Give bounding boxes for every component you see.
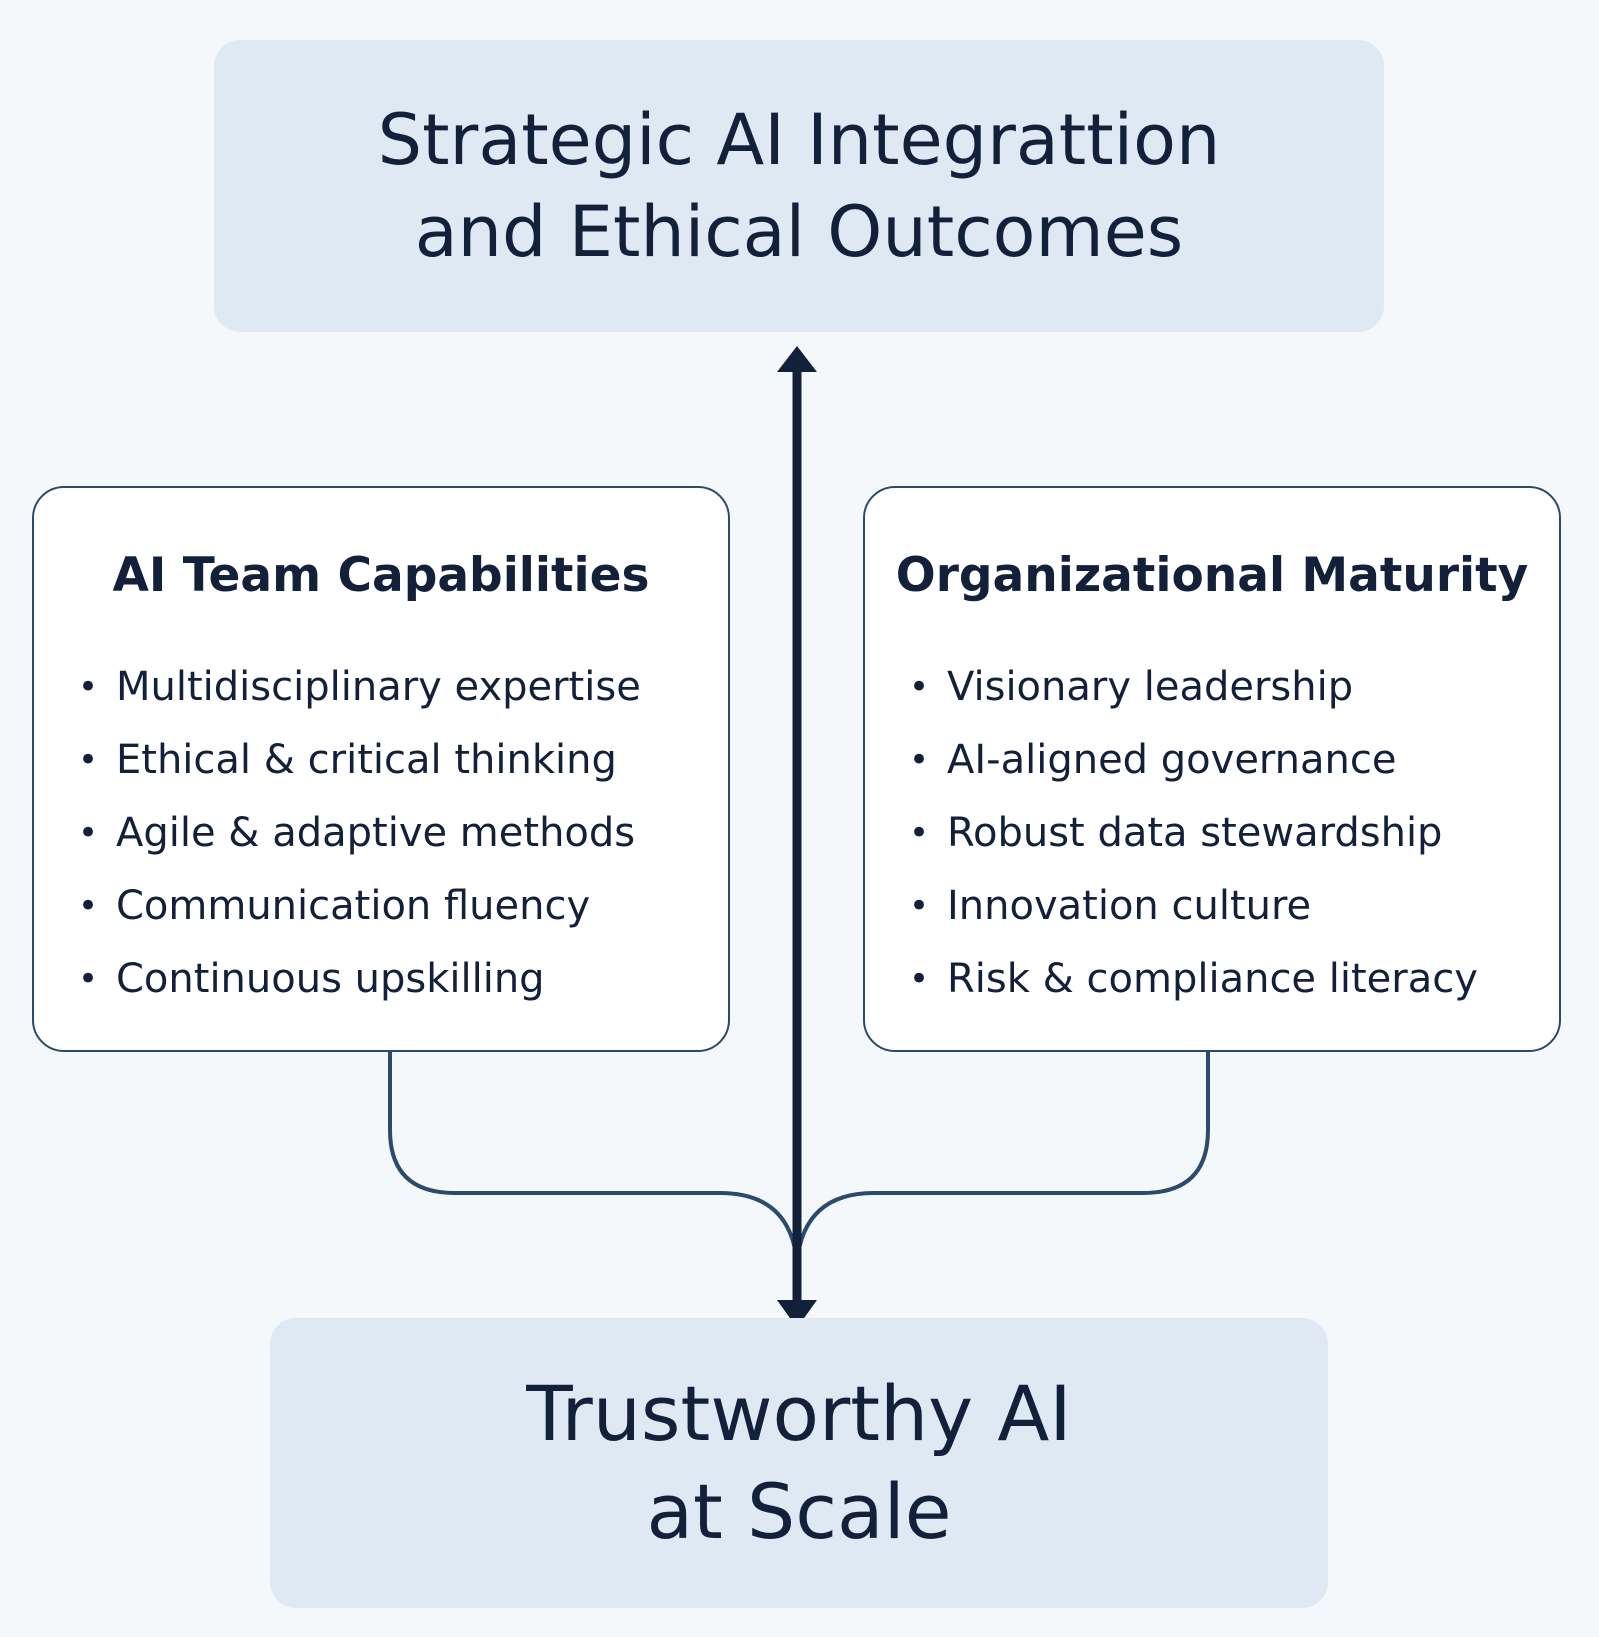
list-item: • Risk & compliance literacy bbox=[909, 942, 1478, 1015]
list-item: • Multidisciplinary expertise bbox=[78, 650, 641, 723]
organizational-maturity-panel: Organizational Maturity • Visionary leade… bbox=[863, 486, 1561, 1052]
bullet-icon: • bbox=[909, 812, 930, 853]
list-item-label: Communication fluency bbox=[116, 882, 591, 929]
maturity-list: • Visionary leadership • AI-aligned govern… bbox=[909, 650, 1478, 1015]
bullet-icon: • bbox=[78, 958, 99, 999]
bottom-box-line-2: at Scale bbox=[646, 1467, 952, 1556]
list-item: • Continuous upskilling bbox=[78, 942, 641, 1015]
list-item-label: Ethical & critical thinking bbox=[116, 736, 617, 783]
list-item-label: AI-aligned governance bbox=[947, 736, 1397, 783]
strategic-outcome-box: Strategic AI Integrattion and Ethical Ou… bbox=[214, 40, 1384, 332]
bullet-icon: • bbox=[78, 666, 99, 707]
trustworthy-ai-box: Trustworthy AI at Scale bbox=[270, 1318, 1328, 1608]
top-box-line-1: Strategic AI Integrattion bbox=[377, 99, 1221, 181]
bullet-icon: • bbox=[909, 958, 930, 999]
list-item-label: Agile & adaptive methods bbox=[116, 809, 636, 856]
bottom-box-line-1: Trustworthy AI bbox=[526, 1369, 1072, 1458]
bullet-icon: • bbox=[78, 885, 99, 926]
right-connector bbox=[795, 1052, 1210, 1263]
bullet-icon: • bbox=[909, 885, 930, 926]
list-item: • Communication fluency bbox=[78, 869, 641, 942]
list-item: • AI-aligned governance bbox=[909, 723, 1478, 796]
bullet-icon: • bbox=[909, 739, 930, 780]
list-item: • Agile & adaptive methods bbox=[78, 796, 641, 869]
bullet-icon: • bbox=[909, 666, 930, 707]
panel-title: Organizational Maturity bbox=[895, 548, 1529, 603]
list-item-label: Continuous upskilling bbox=[116, 955, 545, 1002]
list-item: • Innovation culture bbox=[909, 869, 1478, 942]
left-connector bbox=[388, 1052, 799, 1263]
list-item-label: Robust data stewardship bbox=[947, 809, 1443, 856]
list-item-label: Risk & compliance literacy bbox=[947, 955, 1478, 1002]
bullet-icon: • bbox=[78, 812, 99, 853]
list-item-label: Innovation culture bbox=[947, 882, 1312, 929]
list-item-label: Multidisciplinary expertise bbox=[116, 663, 641, 710]
list-item-label: Visionary leadership bbox=[947, 663, 1354, 710]
ai-team-capabilities-panel: AI Team Capabilities • Multidisciplinary … bbox=[32, 486, 730, 1052]
capabilities-list: • Multidisciplinary expertise • Ethical & … bbox=[78, 650, 641, 1015]
bullet-icon: • bbox=[78, 739, 99, 780]
arrow-up-head bbox=[777, 346, 817, 372]
panel-title: AI Team Capabilities bbox=[112, 548, 650, 603]
list-item: • Robust data stewardship bbox=[909, 796, 1478, 869]
arrow-down-head bbox=[777, 1300, 817, 1328]
top-box-line-2: and Ethical Outcomes bbox=[414, 191, 1184, 273]
list-item: • Ethical & critical thinking bbox=[78, 723, 641, 796]
list-item: • Visionary leadership bbox=[909, 650, 1478, 723]
